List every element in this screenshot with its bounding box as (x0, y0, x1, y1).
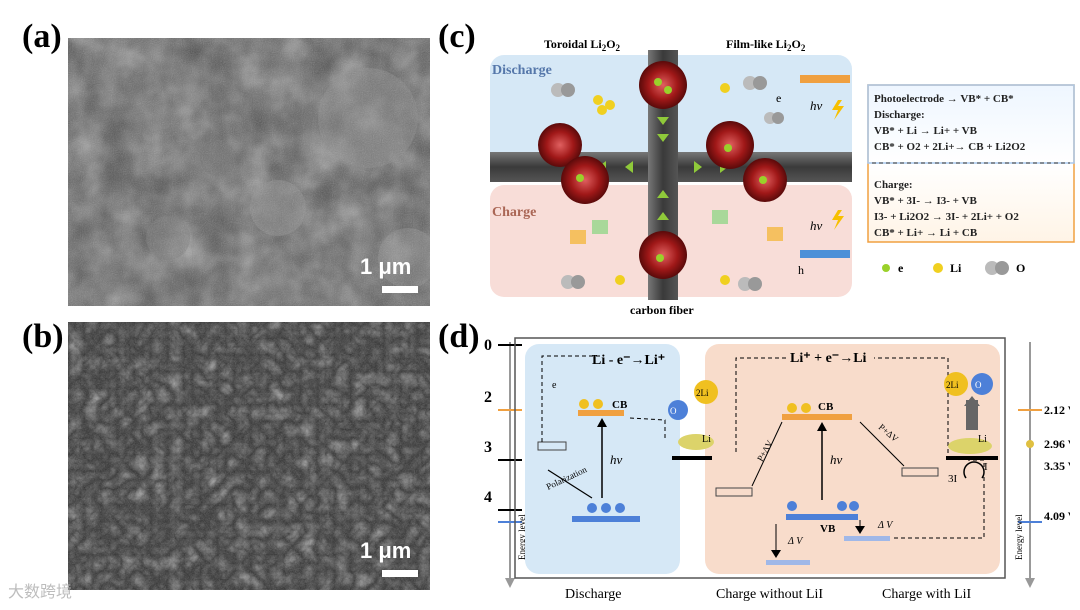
tick-2: 2 (484, 389, 492, 406)
panel-label-b: (b) (22, 318, 64, 355)
charge-equation: Li⁺ + e⁻→Li (790, 351, 867, 366)
li2o2-charge (948, 438, 992, 454)
charge-species (561, 210, 783, 291)
right-value-1: 2.12 V (1044, 403, 1070, 417)
eq-discharge-2: CB* + O2 + 2Li+→ CB + Li2O2 (874, 141, 1026, 153)
li2o2-discharge-label: Li (702, 434, 711, 445)
eq-charge-2: I3- + Li2O2 → 3I- + 2Li+ + O2 (874, 211, 1019, 223)
charge-zone (705, 344, 1000, 574)
o2-discharge-label: O (670, 406, 677, 416)
eq-charge-header: Charge: (874, 179, 913, 191)
legend-li: Li (950, 261, 962, 275)
panel-c-diagram: Discharge Charge e hν (490, 37, 1075, 317)
charge-cb-label: CB (818, 401, 834, 413)
charge-vb (786, 514, 858, 520)
eq-discharge-header: Discharge: (874, 109, 925, 121)
li-charge-label: 2Li (946, 380, 959, 390)
charge-hplus: h (798, 263, 804, 277)
discharge-e-label: e (552, 380, 557, 391)
charge-hv: hν (830, 452, 843, 467)
tick-0: 0 (484, 337, 492, 354)
discharge-species (551, 76, 784, 124)
scale-bar-b (382, 570, 418, 577)
photoelectrode-bottom (800, 250, 850, 258)
dv1-level (766, 560, 810, 565)
charge-electrode-left (715, 487, 753, 497)
li2o2-charge-label: Li (978, 434, 987, 445)
tick-3: 3 (484, 439, 492, 456)
lightning-icon-top (832, 100, 844, 120)
label-discharge: Discharge (565, 587, 622, 602)
discharge-cb-label: CB (612, 399, 628, 411)
energy-level-left: Energy level (517, 514, 527, 560)
discharge-li-electrode (537, 441, 567, 451)
legend-li-icon (933, 263, 943, 273)
scale-label-a: 1 μm (360, 254, 412, 279)
charge-cb (782, 414, 852, 420)
discharge-cb (578, 410, 624, 416)
sem-texture-a (68, 38, 430, 306)
i3-label: I (984, 461, 988, 473)
right-value-2: 2.96 V (1044, 437, 1070, 451)
o2-charge-label: O (975, 380, 982, 390)
right-value-3: 3.35 V (1044, 459, 1070, 473)
discharge-equation: Li - e⁻→Li⁺ (592, 353, 665, 368)
sem-texture-b (68, 322, 430, 590)
panel-label-c: (c) (438, 18, 476, 55)
toroidal-label: Toroidal Li2O2 (544, 37, 621, 53)
discharge-title: Discharge (492, 63, 552, 78)
label-charge-with: Charge with LiI (882, 587, 972, 602)
sem-image-a: 1 μm (68, 38, 430, 306)
tick-4: 4 (484, 489, 492, 506)
legend-o2-icon (985, 261, 999, 275)
discharge-hv: hν (610, 452, 623, 467)
charge-title: Charge (492, 205, 536, 220)
scale-label-b: 1 μm (360, 538, 412, 563)
photoelectrode-top (800, 75, 850, 83)
watermark: 大数跨境 (8, 582, 73, 601)
electron-dots (576, 78, 767, 262)
panel-label-a: (a) (22, 18, 62, 55)
lightning-icon-bottom (832, 210, 844, 230)
li-discharge-icon (694, 380, 718, 404)
dv2-label: Δ V (877, 520, 894, 531)
label-charge-without: Charge without LiI (716, 587, 823, 602)
eq-charge-3: CB* + Li+ → Li + CB (874, 227, 978, 239)
charge-vb-label: VB (820, 523, 836, 535)
three-i-label: 3I (948, 473, 958, 485)
eq-title: Photoelectrode → VB* + CB* (874, 93, 1014, 105)
legend-electron: e (898, 261, 904, 275)
legend-o2: O (1016, 261, 1025, 275)
o2-discharge-icon (668, 400, 688, 420)
discharge-vb (572, 516, 640, 522)
scale-bar-a (382, 286, 418, 293)
energy-level-right: Energy level (1014, 514, 1024, 560)
sem-image-b: 1 μm (68, 322, 430, 590)
filmlike-label: Film-like Li2O2 (726, 37, 806, 53)
eq-charge-1: VB* + 3I- → I3- + VB (874, 195, 977, 207)
dv1-label: Δ V (787, 536, 804, 547)
li-charge-icon (944, 372, 968, 396)
li2o2-discharge (678, 434, 714, 450)
right-value-4: 4.09 V (1044, 509, 1070, 523)
o2-charge-icon (971, 373, 993, 395)
discharge-hv: hν (810, 98, 823, 113)
release-arrow (966, 400, 978, 430)
legend-electron-icon (882, 264, 890, 272)
discharge-eminus: e (776, 91, 781, 105)
carbon-fiber-label: carbon fiber (630, 303, 694, 317)
eq-discharge-1: VB* + Li → Li+ + VB (874, 125, 978, 137)
dv2-level (844, 536, 890, 541)
charge-hv: hν (810, 218, 823, 233)
li-discharge-label: 2Li (696, 388, 709, 398)
legend: e Li O (882, 261, 1025, 275)
panel-label-d: (d) (438, 318, 480, 355)
charge-electrode-right (901, 467, 939, 477)
panel-d-frame (514, 337, 1006, 579)
panel-d-diagram: 0 2 3 4 Energy level Li - e⁻→Li⁺ CB hν P… (484, 337, 1070, 602)
